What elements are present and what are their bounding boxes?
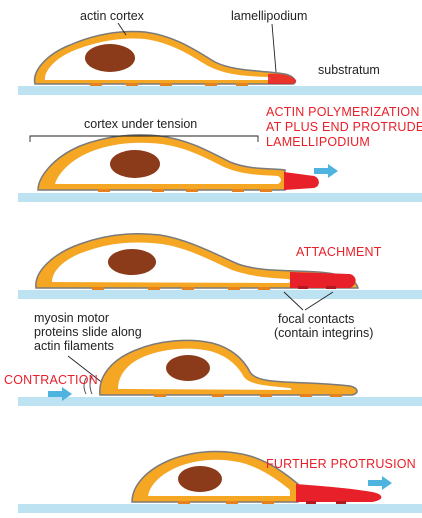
actin-polymerization-label-2: AT PLUS END PROTRUDES: [266, 120, 422, 134]
nucleus: [108, 249, 156, 275]
further-protrusion-label: FURTHER PROTRUSION: [266, 457, 416, 471]
right-arrow-icon: [368, 476, 392, 490]
substratum-bar: [18, 504, 422, 513]
focal-contacts-label-2: (contain integrins): [274, 326, 373, 340]
substratum-bar: [18, 193, 422, 202]
substratum-bar: [18, 397, 422, 406]
attachment-label: ATTACHMENT: [296, 245, 382, 259]
focal-contacts-label-1: focal contacts: [278, 312, 354, 326]
panel-1: actin cortex lamellipodium substratum: [18, 9, 422, 95]
lamellipodium: [284, 172, 319, 190]
lamellipodium-label: lamellipodium: [231, 9, 307, 23]
contraction-label: CONTRACTION: [4, 373, 98, 387]
panel-2: cortex under tension ACTIN POLYMERIZATIO…: [18, 105, 422, 202]
myosin-label-3: actin filaments: [34, 339, 114, 353]
panel-5: FURTHER PROTRUSION: [18, 451, 422, 513]
actin-cortex-label: actin cortex: [80, 9, 145, 23]
lamellipodium: [296, 484, 381, 502]
nucleus: [178, 466, 222, 492]
substratum-label: substratum: [318, 63, 380, 77]
myosin-label-2: proteins slide along: [34, 325, 142, 339]
nucleus: [166, 355, 210, 381]
nucleus: [85, 44, 135, 72]
actin-polymerization-label-1: ACTIN POLYMERIZATION: [266, 105, 420, 119]
lamellipodium-pointer: [272, 24, 276, 72]
substratum-bar: [18, 290, 422, 299]
lamellipodium: [290, 272, 356, 288]
substratum-bar: [18, 86, 422, 95]
lamellipodium-tip: [268, 74, 296, 84]
nucleus: [110, 150, 160, 178]
actin-polymerization-label-3: LAMELLIPODIUM: [266, 135, 370, 149]
cortex-under-tension-label: cortex under tension: [84, 117, 197, 131]
myosin-label-1: myosin motor: [34, 311, 109, 325]
right-arrow-icon: [314, 164, 338, 178]
